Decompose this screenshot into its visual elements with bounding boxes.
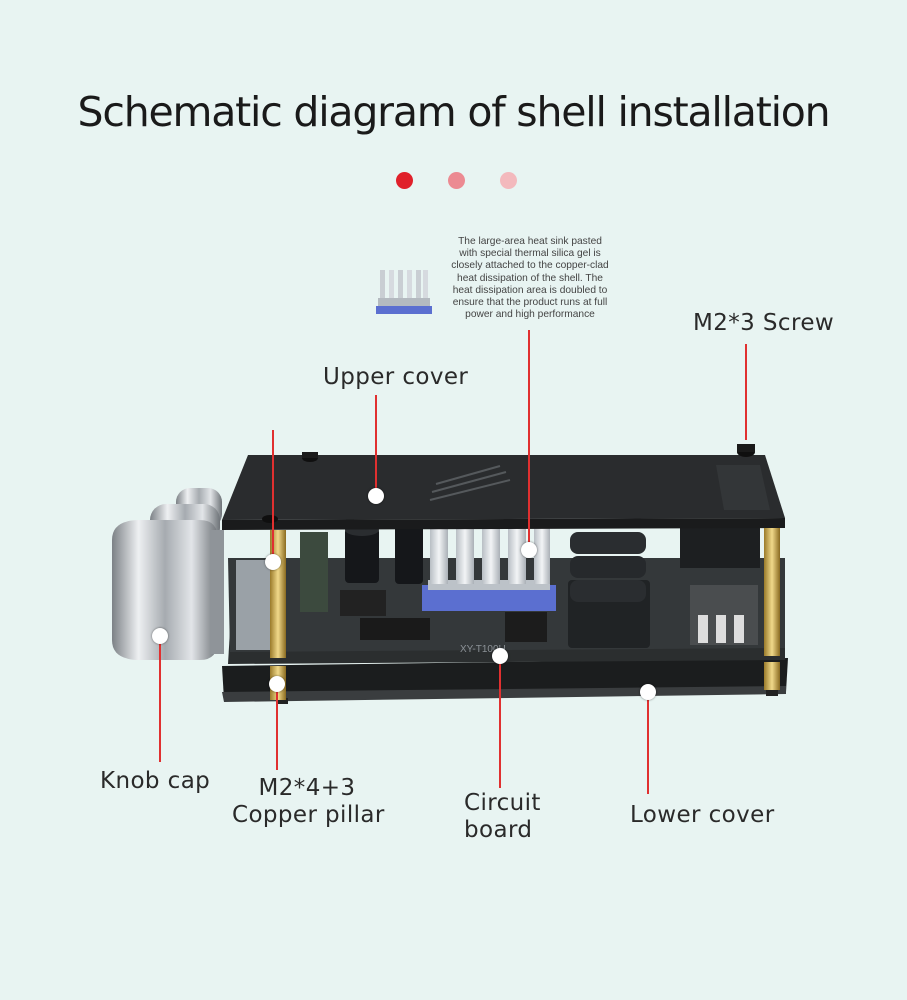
leader-line-screw (745, 344, 747, 440)
heat-sink-note-line: ensure that the product runs at full (452, 297, 608, 309)
callout-dot-heat-sink (521, 542, 537, 558)
label-board-line2: board (464, 817, 533, 843)
heat-sink (422, 528, 556, 611)
heat-sink-note-line: with special thermal silica gel is (459, 248, 601, 260)
leader-line-heat-sink (528, 330, 530, 550)
pager-dot[interactable] (500, 172, 517, 189)
label-board-line1: Circuit (464, 790, 541, 816)
page-title: Schematic diagram of shell installation (77, 88, 831, 136)
leader-line-upper-cover (375, 395, 377, 495)
pager-dot-active[interactable] (396, 172, 413, 189)
heat-sink-note-line: closely attached to the copper-clad (451, 260, 609, 272)
upper-cover (222, 455, 785, 530)
label-knob-cap: Knob cap (100, 768, 211, 794)
callout-dot-knob (152, 628, 168, 644)
label-upper-cover: Upper cover (323, 364, 469, 390)
label-pillar: M2*4+3 Copper pillar (232, 775, 385, 829)
heat-sink-note-line: heat dissipation area is doubled to (452, 284, 608, 296)
leader-line-pillar (276, 684, 278, 770)
heat-sink-note: The large-area heat sink pasted with spe… (430, 236, 630, 321)
callout-dot-board (492, 648, 508, 664)
lower-cover (222, 658, 788, 704)
heat-sink-note-line: The large-area heat sink pasted (458, 236, 602, 247)
label-pillar-line1: M2*4+3 (258, 775, 356, 801)
callout-dot-upper-cover (368, 488, 384, 504)
leader-line-pillar-top (272, 430, 274, 562)
callout-dot-pillar (269, 676, 285, 692)
label-circuit-board: Circuit board (464, 790, 541, 844)
pager-dot[interactable] (448, 172, 465, 189)
knob-caps (112, 488, 224, 660)
label-screw: M2*3 Screw (693, 310, 835, 336)
callout-dot-pillar-top (265, 554, 281, 570)
heat-sink-note-line: heat dissipation of the shell. The (457, 272, 603, 284)
inductors (570, 528, 760, 602)
callout-dot-lower-cover (640, 684, 656, 700)
leader-line-knob (159, 636, 161, 762)
label-lower-cover: Lower cover (630, 802, 775, 828)
heat-sink-note-line: power and high performance (465, 309, 595, 321)
heat-sink-icon (376, 270, 432, 314)
leader-line-board (499, 656, 501, 788)
board-print: XY-T100H (460, 644, 506, 655)
label-pillar-line2: Copper pillar (232, 802, 385, 828)
leader-line-lower-cover (647, 692, 649, 794)
copper-pillars (270, 528, 780, 700)
screw-heads (262, 444, 755, 523)
pager-dots (0, 170, 907, 190)
